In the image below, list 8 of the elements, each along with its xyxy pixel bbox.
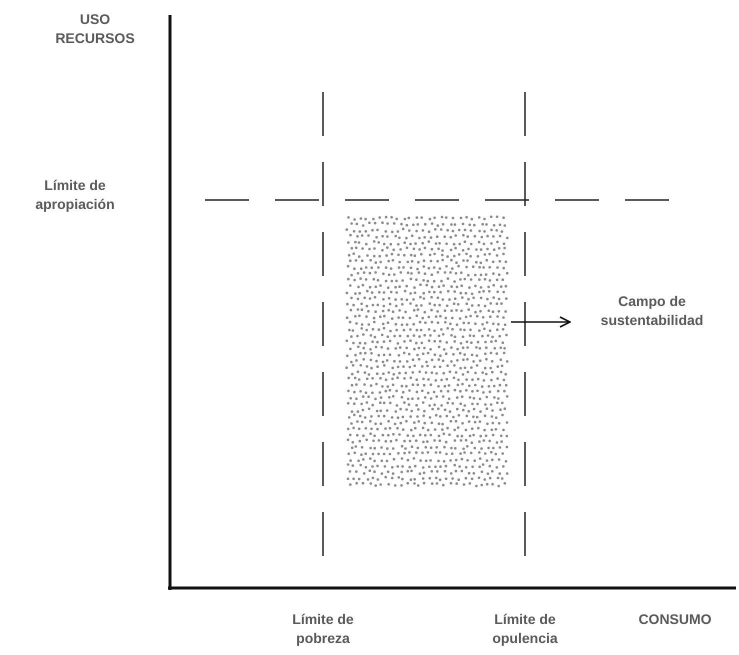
axis-label: CONSUMO (637, 610, 713, 629)
callout-text: Campo de sustentabilidad (572, 292, 732, 330)
arrow (511, 316, 571, 328)
limit-label: Límite de pobreza (291, 610, 355, 648)
limit-label: Límite de opulencia (491, 610, 559, 648)
axis-label: USO RECURSOS (54, 10, 136, 48)
limit-label: Límite de apropiación (34, 176, 116, 214)
dotted-area (345, 216, 509, 488)
